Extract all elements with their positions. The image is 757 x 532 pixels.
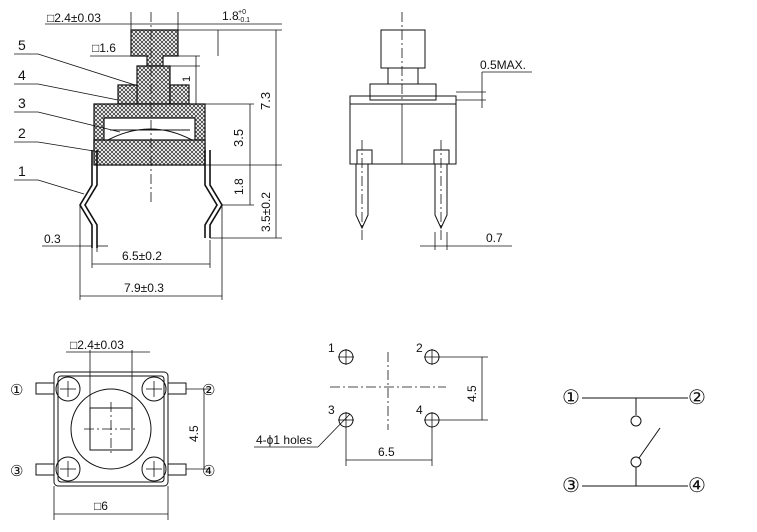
plunger-cap: [130, 29, 179, 67]
pin-thickness-label: 0.3: [44, 232, 61, 246]
pin-total-label: 3.5±0.2: [259, 192, 273, 232]
body-height-label: 3.5: [231, 129, 246, 147]
left-terminal: [79, 150, 93, 248]
pcb-hole-3: 3: [328, 403, 354, 428]
top-body-outline: [53, 371, 169, 487]
callout-2: 2: [18, 125, 26, 141]
total-height-label: 7.3: [258, 92, 273, 110]
top-pin-2: ②: [202, 382, 215, 399]
schematic-pin-1: ①: [562, 387, 580, 409]
switch-blade: [638, 427, 661, 459]
pcb-layout: 1 2 3 4 4.5 6.5 4-ϕ1 holes: [254, 341, 488, 466]
schematic: ① ② ③ ④: [562, 387, 706, 497]
pin-width-label: 0.7: [486, 231, 503, 245]
right-terminal: [209, 150, 223, 238]
pcb-hole-1: 1: [328, 341, 354, 365]
overall-width-label: 7.9±0.3: [124, 281, 164, 295]
schematic-pin-3: ③: [562, 475, 580, 497]
callout-3: 3: [18, 95, 26, 111]
plunger-stem: [136, 65, 171, 105]
side-view: 0.5MAX. 0.7: [349, 12, 532, 250]
top-pin-3: ③: [10, 463, 23, 480]
pcb-hole-4-label: 4: [416, 403, 423, 417]
side-pin-left: [355, 149, 373, 230]
callouts: 5 4 3 2 1: [14, 37, 139, 195]
pin-span-label: 6.5±0.2: [122, 249, 162, 263]
schematic-pin-2: ②: [688, 387, 706, 409]
cap-square-label: □2.4±0.03: [47, 11, 101, 25]
pcb-hole-note: 4-ϕ1 holes: [256, 433, 312, 447]
pcb-hole-1-label: 1: [328, 341, 335, 355]
section-view: □2.4±0.03 1.8 +0 -0.1 □1.6 1 7.3 3.5 1.8…: [14, 9, 282, 300]
pcb-hole-2-label: 2: [416, 341, 423, 355]
metal-dome: [107, 128, 193, 141]
callout-5: 5: [18, 37, 26, 53]
pcb-hole-3-label: 3: [328, 403, 335, 417]
schematic-pin-4: ④: [688, 475, 706, 497]
housing-collar: [117, 84, 138, 105]
top-body-square-label: □6: [94, 499, 108, 513]
side-pin-right: [433, 149, 450, 230]
pcb-pitch-v-label: 4.5: [465, 385, 479, 402]
top-pitch-label: 4.5: [187, 425, 201, 442]
cap-height-tol-upper: +0: [238, 9, 246, 16]
top-pin-4: ④: [202, 463, 215, 480]
pin-height-label: 1.8: [232, 178, 246, 195]
pcb-pitch-h-label: 6.5: [378, 445, 395, 459]
pcb-hole-2: 2: [416, 341, 440, 365]
plunger-max-label: 0.5MAX.: [480, 58, 526, 72]
stem-step-label: 1: [181, 76, 193, 82]
top-view: ① ② ③ ④ □2.4±0.03 4.5 □6: [10, 338, 215, 520]
top-pin-1: ①: [10, 382, 23, 399]
stem-square-label: □1.6: [92, 41, 116, 55]
top-cap-ring: [70, 388, 152, 470]
callout-1: 1: [18, 163, 26, 179]
top-cap-square-label: □2.4±0.03: [70, 338, 124, 352]
side-housing-body: [349, 103, 457, 165]
cap-height-label: 1.8: [222, 9, 239, 23]
switch-base: [93, 139, 206, 166]
side-plunger: [380, 29, 426, 69]
switch-contact-top: [630, 415, 642, 427]
switch-contact-bottom: [630, 456, 642, 468]
callout-4: 4: [18, 67, 26, 83]
pcb-hole-4: 4: [416, 403, 440, 428]
cap-height-tol-lower: -0.1: [238, 17, 250, 24]
